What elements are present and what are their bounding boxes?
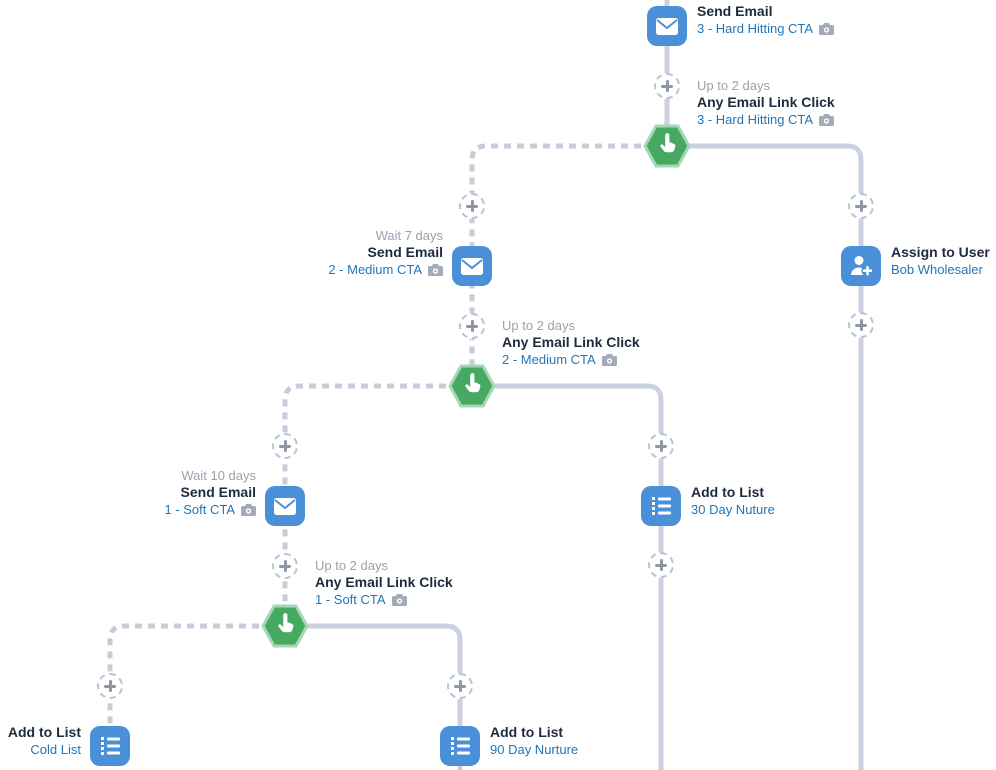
add-to-list-node[interactable] — [641, 486, 681, 526]
node-label-trigger-hard: Up to 2 days Any Email Link Click 3 - Ha… — [697, 78, 835, 128]
camera-icon[interactable] — [241, 504, 256, 516]
asset-link[interactable]: 1 - Soft CTA — [315, 592, 386, 607]
wait-text: Wait 7 days — [375, 228, 443, 243]
plus-icon[interactable] — [272, 553, 298, 579]
plus-icon[interactable] — [447, 673, 473, 699]
wait-text: Wait 10 days — [181, 468, 256, 483]
node-title: Any Email Link Click — [502, 334, 640, 350]
asset-link[interactable]: 30 Day Nuture — [691, 502, 775, 517]
node-title: Add to List — [7, 724, 81, 740]
plus-icon[interactable] — [654, 73, 680, 99]
node-title: Send Email — [180, 484, 256, 500]
asset-link[interactable]: 1 - Soft CTA — [164, 502, 235, 517]
node-title: Assign to User — [891, 244, 990, 260]
plus-icon[interactable] — [648, 433, 674, 459]
send-email-node[interactable] — [647, 6, 687, 46]
send-email-node[interactable] — [452, 246, 492, 286]
click-hand-icon — [660, 133, 676, 153]
camera-icon[interactable] — [391, 594, 407, 606]
node-label-send-email-soft: Wait 10 days Send Email 1 - Soft CTA — [164, 468, 256, 518]
envelope-icon — [274, 497, 296, 515]
wait-text: Up to 2 days — [315, 558, 388, 573]
node-title: Send Email — [697, 3, 773, 19]
add-to-list-node[interactable] — [90, 726, 130, 766]
node-label-assign-user: Assign to User Bob Wholesaler — [891, 244, 990, 278]
node-label-send-email-medium: Wait 7 days Send Email 2 - Medium CTA — [328, 228, 443, 278]
wire-no-branch-2 — [282, 383, 472, 606]
node-title: Any Email Link Click — [315, 574, 453, 590]
asset-link[interactable]: 90 Day Nurture — [490, 742, 579, 757]
list-icon — [101, 737, 120, 755]
wire-no-branch-3 — [107, 623, 285, 726]
node-label-list-30day: Add to List 30 Day Nuture — [691, 484, 775, 518]
camera-icon[interactable] — [428, 264, 443, 276]
assign-to-user-node[interactable] — [841, 246, 881, 286]
node-label-list-cold: Add to List Cold List — [8, 724, 81, 758]
link-click-trigger-node[interactable] — [643, 124, 691, 168]
click-hand-icon — [465, 373, 481, 393]
link-click-trigger-node[interactable] — [448, 364, 496, 408]
list-icon — [652, 497, 671, 515]
asset-link[interactable]: Cold List — [30, 742, 81, 757]
plus-icon[interactable] — [97, 673, 123, 699]
plus-icon[interactable] — [848, 312, 874, 338]
click-hand-icon — [278, 613, 294, 633]
plus-icon[interactable] — [848, 193, 874, 219]
node-title: Any Email Link Click — [697, 94, 835, 110]
camera-icon[interactable] — [819, 114, 835, 126]
plus-icon[interactable] — [459, 313, 485, 339]
asset-link[interactable]: 2 - Medium CTA — [328, 262, 422, 277]
link-click-trigger-node[interactable] — [261, 604, 309, 648]
list-icon — [451, 737, 470, 755]
node-label-send-email-hard: Send Email 3 - Hard Hitting CTA — [697, 3, 835, 37]
asset-link[interactable]: Bob Wholesaler — [891, 262, 983, 277]
plus-icon[interactable] — [648, 552, 674, 578]
asset-link[interactable]: 3 - Hard Hitting CTA — [697, 21, 814, 36]
wire-yes-branch-1 — [667, 143, 864, 770]
node-title: Add to List — [691, 484, 765, 500]
plus-icon[interactable] — [459, 193, 485, 219]
envelope-icon — [461, 257, 483, 275]
node-label-trigger-soft: Up to 2 days Any Email Link Click 1 - So… — [315, 558, 453, 608]
asset-link[interactable]: 3 - Hard Hitting CTA — [697, 112, 814, 127]
node-title: Send Email — [367, 244, 443, 260]
send-email-node[interactable] — [265, 486, 305, 526]
camera-icon[interactable] — [819, 23, 835, 35]
wire-yes-branch-2 — [472, 383, 664, 770]
wait-text: Up to 2 days — [502, 318, 575, 333]
plus-icon[interactable] — [272, 433, 298, 459]
add-to-list-node[interactable] — [440, 726, 480, 766]
wait-text: Up to 2 days — [697, 78, 770, 93]
node-label-list-90day: Add to List 90 Day Nurture — [490, 724, 578, 758]
node-title: Add to List — [490, 724, 564, 740]
camera-icon[interactable] — [601, 354, 617, 366]
node-label-trigger-medium: Up to 2 days Any Email Link Click 2 - Me… — [502, 318, 640, 368]
envelope-icon — [656, 17, 678, 35]
wire-yes-branch-3 — [285, 623, 463, 770]
asset-link[interactable]: 2 - Medium CTA — [502, 352, 596, 367]
user-add-icon — [851, 256, 874, 277]
